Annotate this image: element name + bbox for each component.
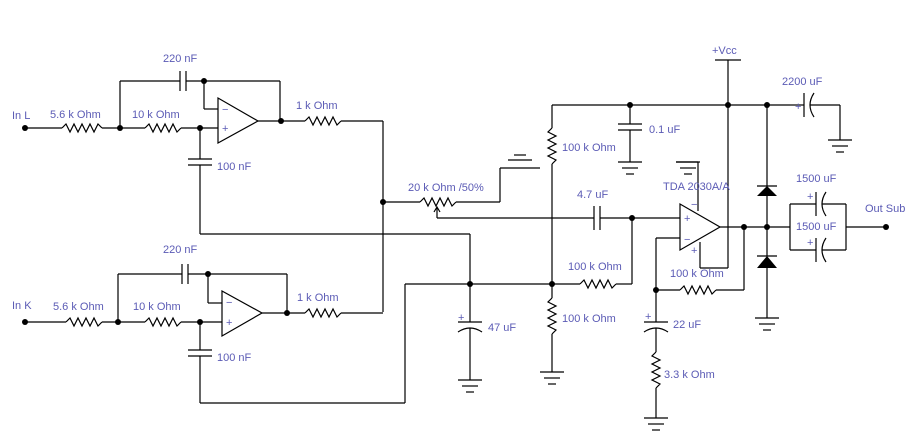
bias-divider <box>540 105 633 385</box>
c1500a-plus: + <box>807 191 813 203</box>
resistor-100k-bot <box>546 297 558 335</box>
resistor-100k-fb <box>679 284 717 296</box>
label-r100-top: 100 k Ohm <box>562 142 616 154</box>
resistor-100k-mid <box>579 278 617 290</box>
ic-minus: − <box>691 199 697 211</box>
resistor-1k-l <box>304 115 342 127</box>
label-r10-l: 10 k Ohm <box>132 109 180 121</box>
diode-top <box>757 186 777 196</box>
c22-plus: + <box>645 311 651 323</box>
label-r-in-l: 5.6 k Ohm <box>50 109 101 121</box>
label-vcc: +Vcc <box>712 45 737 57</box>
label-in-l: In L <box>12 110 30 122</box>
label-c100-l: 100 nF <box>217 161 252 173</box>
filter-right <box>22 264 406 404</box>
label-c47: 47 uF <box>488 322 516 334</box>
resistor-5k6-k <box>65 316 103 328</box>
filter-left <box>22 71 471 312</box>
resistor-1k-k <box>304 307 342 319</box>
ic-minus-in: − <box>684 234 690 246</box>
c1500b-plus: + <box>807 237 813 249</box>
ic-plus: + <box>691 245 697 257</box>
opamp-k-minus: − <box>226 297 232 309</box>
opamp-l-minus: − <box>222 104 228 116</box>
diode-bottom <box>757 256 777 268</box>
label-out: Out Sub <box>865 203 905 215</box>
label-r-in-k: 5.6 k Ohm <box>53 301 104 313</box>
opamp-l-plus: + <box>222 123 228 135</box>
label-c01: 0.1 uF <box>649 124 680 136</box>
opamp-k <box>221 289 264 338</box>
label-r1k-l: 1 k Ohm <box>296 100 338 112</box>
label-ic: TDA 2030A/A <box>663 181 730 193</box>
label-r100-mid: 100 k Ohm <box>568 261 622 273</box>
label-r1k-k: 1 k Ohm <box>297 292 339 304</box>
label-r100-fb: 100 k Ohm <box>670 268 724 280</box>
label-c1500b: 1500 uF <box>796 221 837 233</box>
power-amp <box>593 105 790 431</box>
opamp-k-plus: + <box>226 317 232 329</box>
resistor-5k6-l <box>61 122 103 134</box>
label-r10-k: 10 k Ohm <box>133 301 181 313</box>
tda2030-amp <box>679 202 722 252</box>
label-c47u: 4.7 uF <box>577 189 608 201</box>
opamp-l <box>217 96 260 145</box>
label-in-k: In K <box>12 300 32 312</box>
label-c220-k: 220 nF <box>163 244 198 256</box>
c2200-plus: + <box>795 101 801 113</box>
label-pot: 20 k Ohm /50% <box>408 182 484 194</box>
resistor-100k-top <box>546 127 558 165</box>
ic-plus-in: + <box>684 213 690 225</box>
label-c22: 22 uF <box>673 319 701 331</box>
c47-plus: + <box>458 312 464 324</box>
supply-rail <box>552 59 852 175</box>
mixing-section <box>380 154 594 393</box>
label-c2200: 2200 uF <box>782 76 823 88</box>
label-r33: 3.3 k Ohm <box>664 369 715 381</box>
label-r100-bot: 100 k Ohm <box>562 313 616 325</box>
potentiometer <box>419 196 457 208</box>
label-c100-k: 100 nF <box>217 352 252 364</box>
label-c1500a: 1500 uF <box>796 173 837 185</box>
resistor-3k3 <box>650 351 662 389</box>
label-c220-l: 220 nF <box>163 53 198 65</box>
output-section <box>755 105 889 331</box>
resistor-10k-k <box>144 316 182 328</box>
output-terminal <box>883 224 889 230</box>
resistor-10k-l <box>144 122 182 134</box>
